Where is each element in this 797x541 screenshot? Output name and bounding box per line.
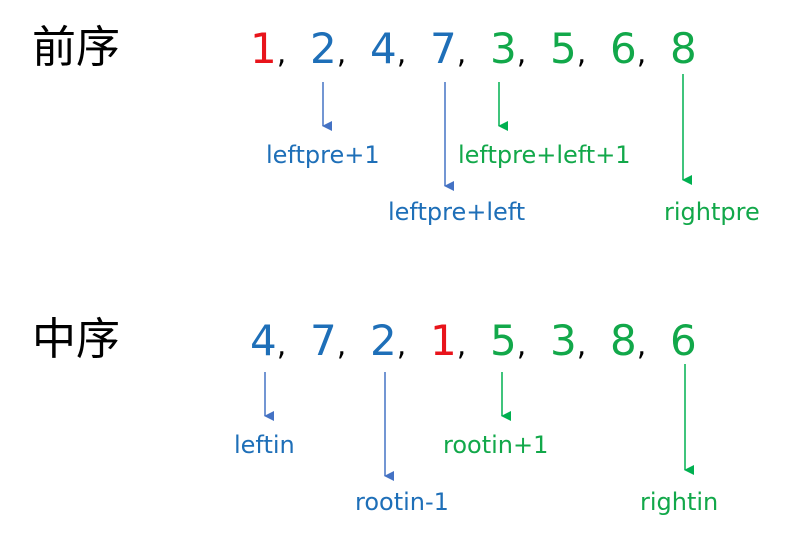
preorder-title: 前序 <box>32 22 120 73</box>
inorder-item-5: 3, <box>550 316 587 365</box>
label-rootin-minus-1: rootin-1 <box>355 488 449 516</box>
preorder-item-3: 7, <box>430 24 467 73</box>
preorder-item-2: 4, <box>370 24 407 73</box>
inorder-item-3: 1, <box>430 316 467 365</box>
inorder-title: 中序 <box>32 314 120 365</box>
preorder-item-4: 3, <box>490 24 527 73</box>
label-rightin: rightin <box>640 488 719 516</box>
inorder-item-7: 6 <box>670 316 697 365</box>
label-leftin: leftin <box>234 431 295 459</box>
preorder-item-0: 1, <box>250 24 287 73</box>
preorder-item-5: 5, <box>550 24 587 73</box>
inorder-item-2: 2, <box>370 316 407 365</box>
inorder-item-6: 8, <box>610 316 647 365</box>
inorder-item-1: 7, <box>310 316 347 365</box>
label-leftpre-plus-left: leftpre+left <box>388 198 526 226</box>
label-rootin-plus-1: rootin+1 <box>443 431 549 459</box>
preorder-item-7: 8 <box>670 24 697 73</box>
inorder-item-4: 5, <box>490 316 527 365</box>
label-rightpre: rightpre <box>664 198 760 226</box>
label-leftpre-plus-1: leftpre+1 <box>266 141 380 169</box>
label-leftpre-plus-left-plus-1: leftpre+left+1 <box>458 141 631 169</box>
preorder-item-6: 6, <box>610 24 647 73</box>
preorder-item-1: 2, <box>310 24 347 73</box>
inorder-item-0: 4, <box>250 316 287 365</box>
